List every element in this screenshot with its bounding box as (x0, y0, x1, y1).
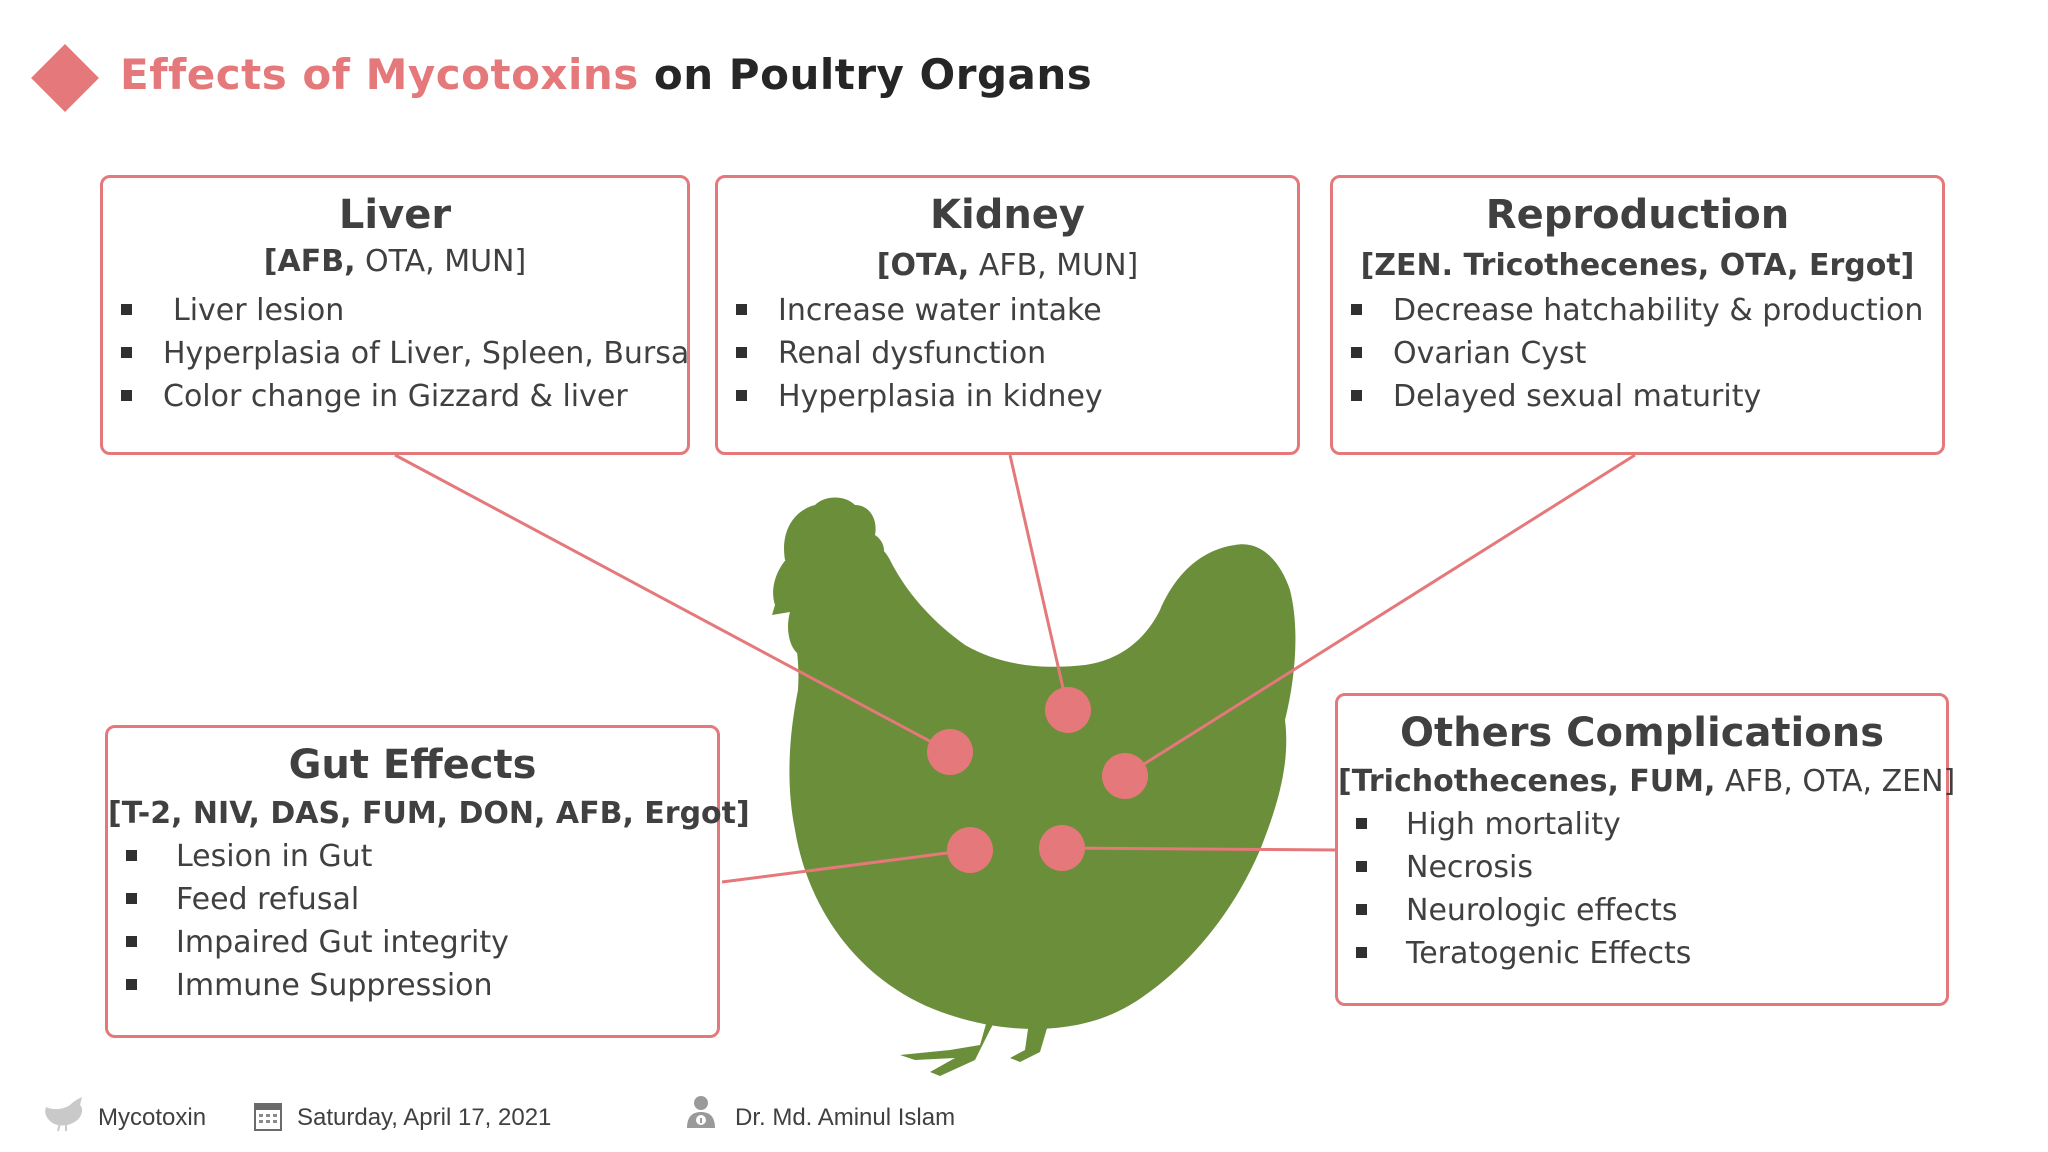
list-item: Immune Suppression (108, 964, 717, 1007)
list-item: Neurologic effects (1338, 889, 1946, 932)
reproduction-dot (1102, 753, 1148, 799)
gut-title: Gut Effects (288, 742, 537, 788)
kidney-box: Kidney [OTA, AFB, MUN] Increase water in… (715, 175, 1300, 455)
liver-dot (927, 729, 973, 775)
list-item: Lesion in Gut (108, 835, 717, 878)
kidney-effects-list: Increase water intake Renal dysfunction … (718, 289, 1297, 418)
list-item: Delayed sexual maturity (1333, 375, 1942, 418)
liver-effects-list: Liver lesion Hyperplasia of Liver, Splee… (103, 289, 689, 418)
list-item: Increase water intake (718, 289, 1297, 332)
list-item: Impaired Gut integrity (108, 921, 717, 964)
reproduction-title: Reproduction (1485, 192, 1790, 238)
person-icon (687, 1096, 715, 1128)
others-agents: [Trichothecenes, FUM, AFB, OTA, ZEN] (1338, 764, 1956, 799)
gut-dot (947, 827, 993, 873)
others-title: Others Complications (1399, 710, 1885, 756)
list-item: Necrosis (1338, 846, 1946, 889)
kidney-title: Kidney (929, 192, 1086, 238)
gut-agents: [T-2, NIV, DAS, FUM, DON, AFB, Ergot] (108, 796, 750, 831)
gut-effects-list: Lesion in Gut Feed refusal Impaired Gut … (108, 835, 717, 1007)
title-accent: Effects of Mycotoxins (120, 50, 639, 99)
reproduction-agents: [ZEN. Tricothecenes, OTA, Ergot] (1360, 248, 1915, 283)
reproduction-effects-list: Decrease hatchability & production Ovari… (1333, 289, 1942, 418)
list-item: Feed refusal (108, 878, 717, 921)
gut-box: Gut Effects [T-2, NIV, DAS, FUM, DON, AF… (105, 725, 750, 1038)
slide-title: Effects of Mycotoxins on Poultry Organs (120, 50, 1092, 99)
calendar-icon (254, 1103, 282, 1131)
footer-author: Dr. Md. Aminul Islam (735, 1104, 956, 1131)
footer-date: Saturday, April 17, 2021 (297, 1104, 552, 1131)
chicken-silhouette (772, 497, 1296, 1076)
list-item: High mortality (1338, 803, 1946, 846)
others-box: Others Complications [Trichothecenes, FU… (1335, 693, 1956, 1006)
others-effects-list: High mortality Necrosis Neurologic effec… (1338, 803, 1946, 975)
organ-dots (927, 687, 1148, 873)
chicken-icon (45, 1097, 83, 1132)
liver-title: Liver (338, 192, 452, 238)
list-item: Ovarian Cyst (1333, 332, 1942, 375)
list-item: Liver lesion (103, 289, 687, 332)
kidney-agents: [OTA, AFB, MUN] (876, 248, 1139, 283)
list-item: Color change in Gizzard & liver (103, 375, 687, 418)
others-dot (1039, 825, 1085, 871)
list-item: Decrease hatchability & production (1333, 289, 1942, 332)
list-item: Hyperplasia of Liver, Spleen, Bursa (103, 332, 689, 375)
title-rest: on Poultry Organs (638, 50, 1093, 99)
footer-topic: Mycotoxin (98, 1104, 207, 1131)
connector-lines (394, 453, 1636, 884)
list-item: Hyperplasia in kidney (718, 375, 1297, 418)
liver-agents: [AFB, OTA, MUN] (263, 244, 527, 279)
liver-box: Liver [AFB, OTA, MUN] Liver lesion Hyper… (100, 175, 690, 455)
reproduction-box: Reproduction [ZEN. Tricothecenes, OTA, E… (1330, 175, 1945, 455)
kidney-dot (1045, 687, 1091, 733)
list-item: Teratogenic Effects (1338, 932, 1946, 975)
list-item: Renal dysfunction (718, 332, 1297, 375)
